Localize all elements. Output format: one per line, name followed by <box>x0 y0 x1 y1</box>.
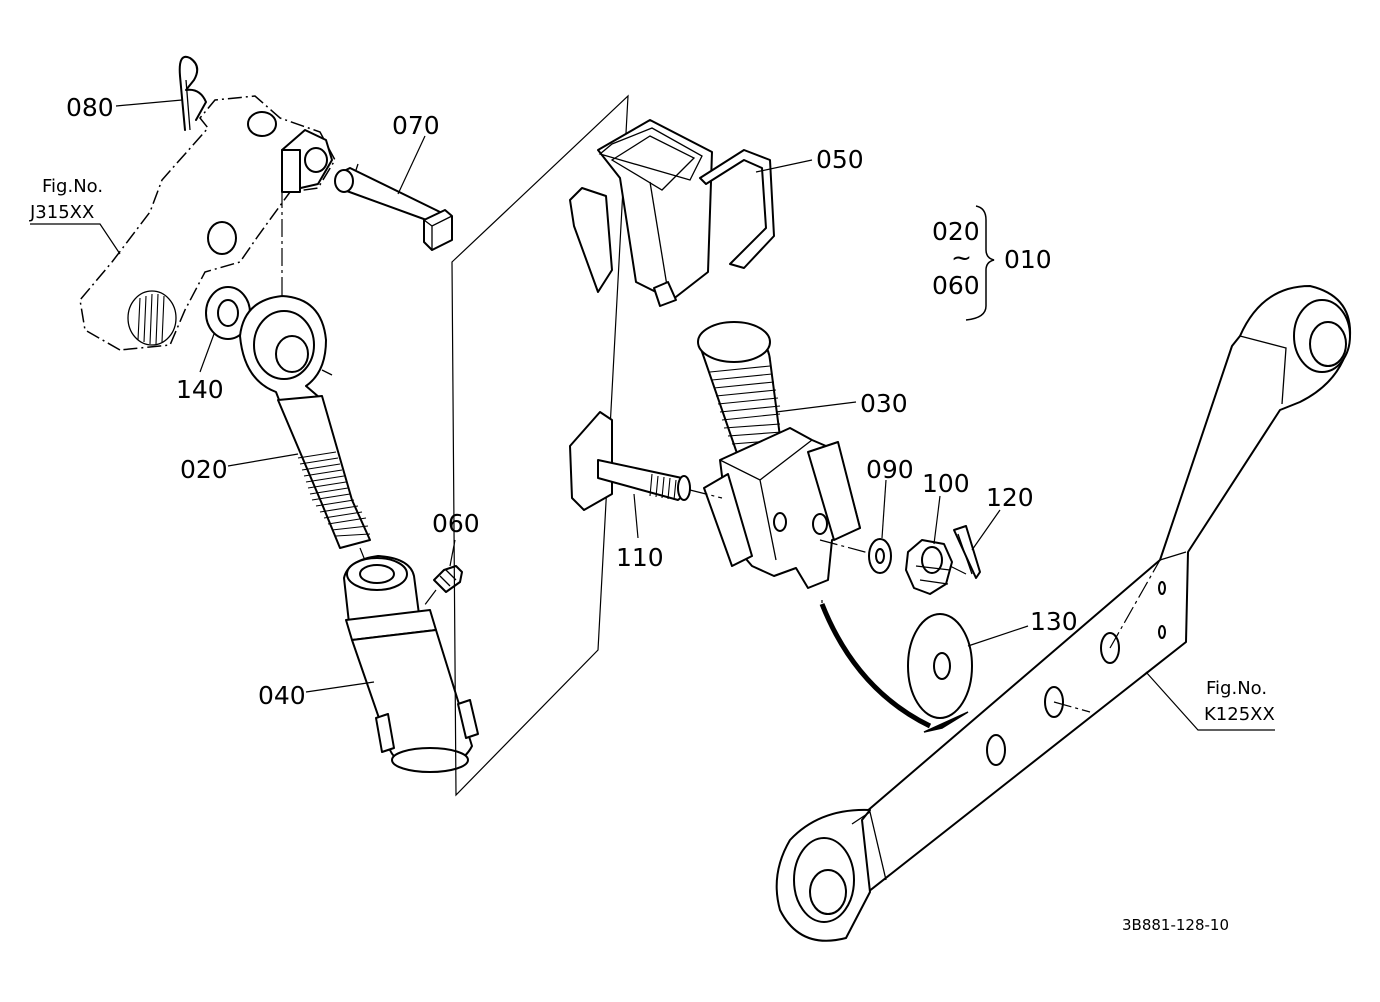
bracket-label-from: 020 <box>932 217 980 246</box>
part-label-140: 140 <box>176 375 224 404</box>
rod-end-020-drawing <box>239 295 371 549</box>
assembly-bracket-drawing <box>965 205 995 321</box>
part-label-040: 040 <box>258 681 306 710</box>
washer-090-drawing <box>868 538 892 574</box>
fig-caption-left: Fig.No. <box>42 176 103 197</box>
assembly-arrow-drawing <box>819 600 969 733</box>
part-label-100: 100 <box>922 469 970 498</box>
part-label-120: 120 <box>986 483 1034 512</box>
pin-070-drawing <box>334 163 453 251</box>
bolt-110-drawing <box>569 411 723 511</box>
lower-link-reference-drawing <box>775 285 1352 942</box>
castle-nut-100-drawing <box>905 539 953 595</box>
assembly-label-010: 010 <box>1004 245 1052 274</box>
group-frame <box>451 94 629 797</box>
part-label-110: 110 <box>616 543 664 572</box>
fig-code-left: J315XX <box>29 202 94 223</box>
part-label-080: 080 <box>66 93 114 122</box>
part-label-060: 060 <box>432 509 480 538</box>
part-label-020: 020 <box>180 455 228 484</box>
clevis-block-drawing <box>703 427 861 589</box>
grease-nipple-060-drawing <box>423 565 463 607</box>
tube-040-drawing <box>343 555 479 773</box>
cotter-pin-120-drawing <box>949 525 981 579</box>
fig-code-right: K125XX <box>1204 704 1275 725</box>
r-clip-080-drawing <box>178 55 207 131</box>
washer-130-drawing <box>907 613 973 719</box>
part-label-050: 050 <box>816 145 864 174</box>
upper-arm-reference-drawing <box>79 95 336 351</box>
fig-caption-right: Fig.No. <box>1206 678 1267 699</box>
part-label-070: 070 <box>392 111 440 140</box>
leader-lines <box>30 99 1275 731</box>
stud-030-drawing <box>697 321 783 463</box>
drawing-code: 3B881-128-10 <box>1122 916 1229 934</box>
bracket-label-tilde: ~ <box>951 243 972 272</box>
part-label-030: 030 <box>860 389 908 418</box>
part-label-090: 090 <box>866 455 914 484</box>
bracket-label-to: 060 <box>932 271 980 300</box>
bracket-050-drawing <box>569 119 775 307</box>
part-label-130: 130 <box>1030 607 1078 636</box>
